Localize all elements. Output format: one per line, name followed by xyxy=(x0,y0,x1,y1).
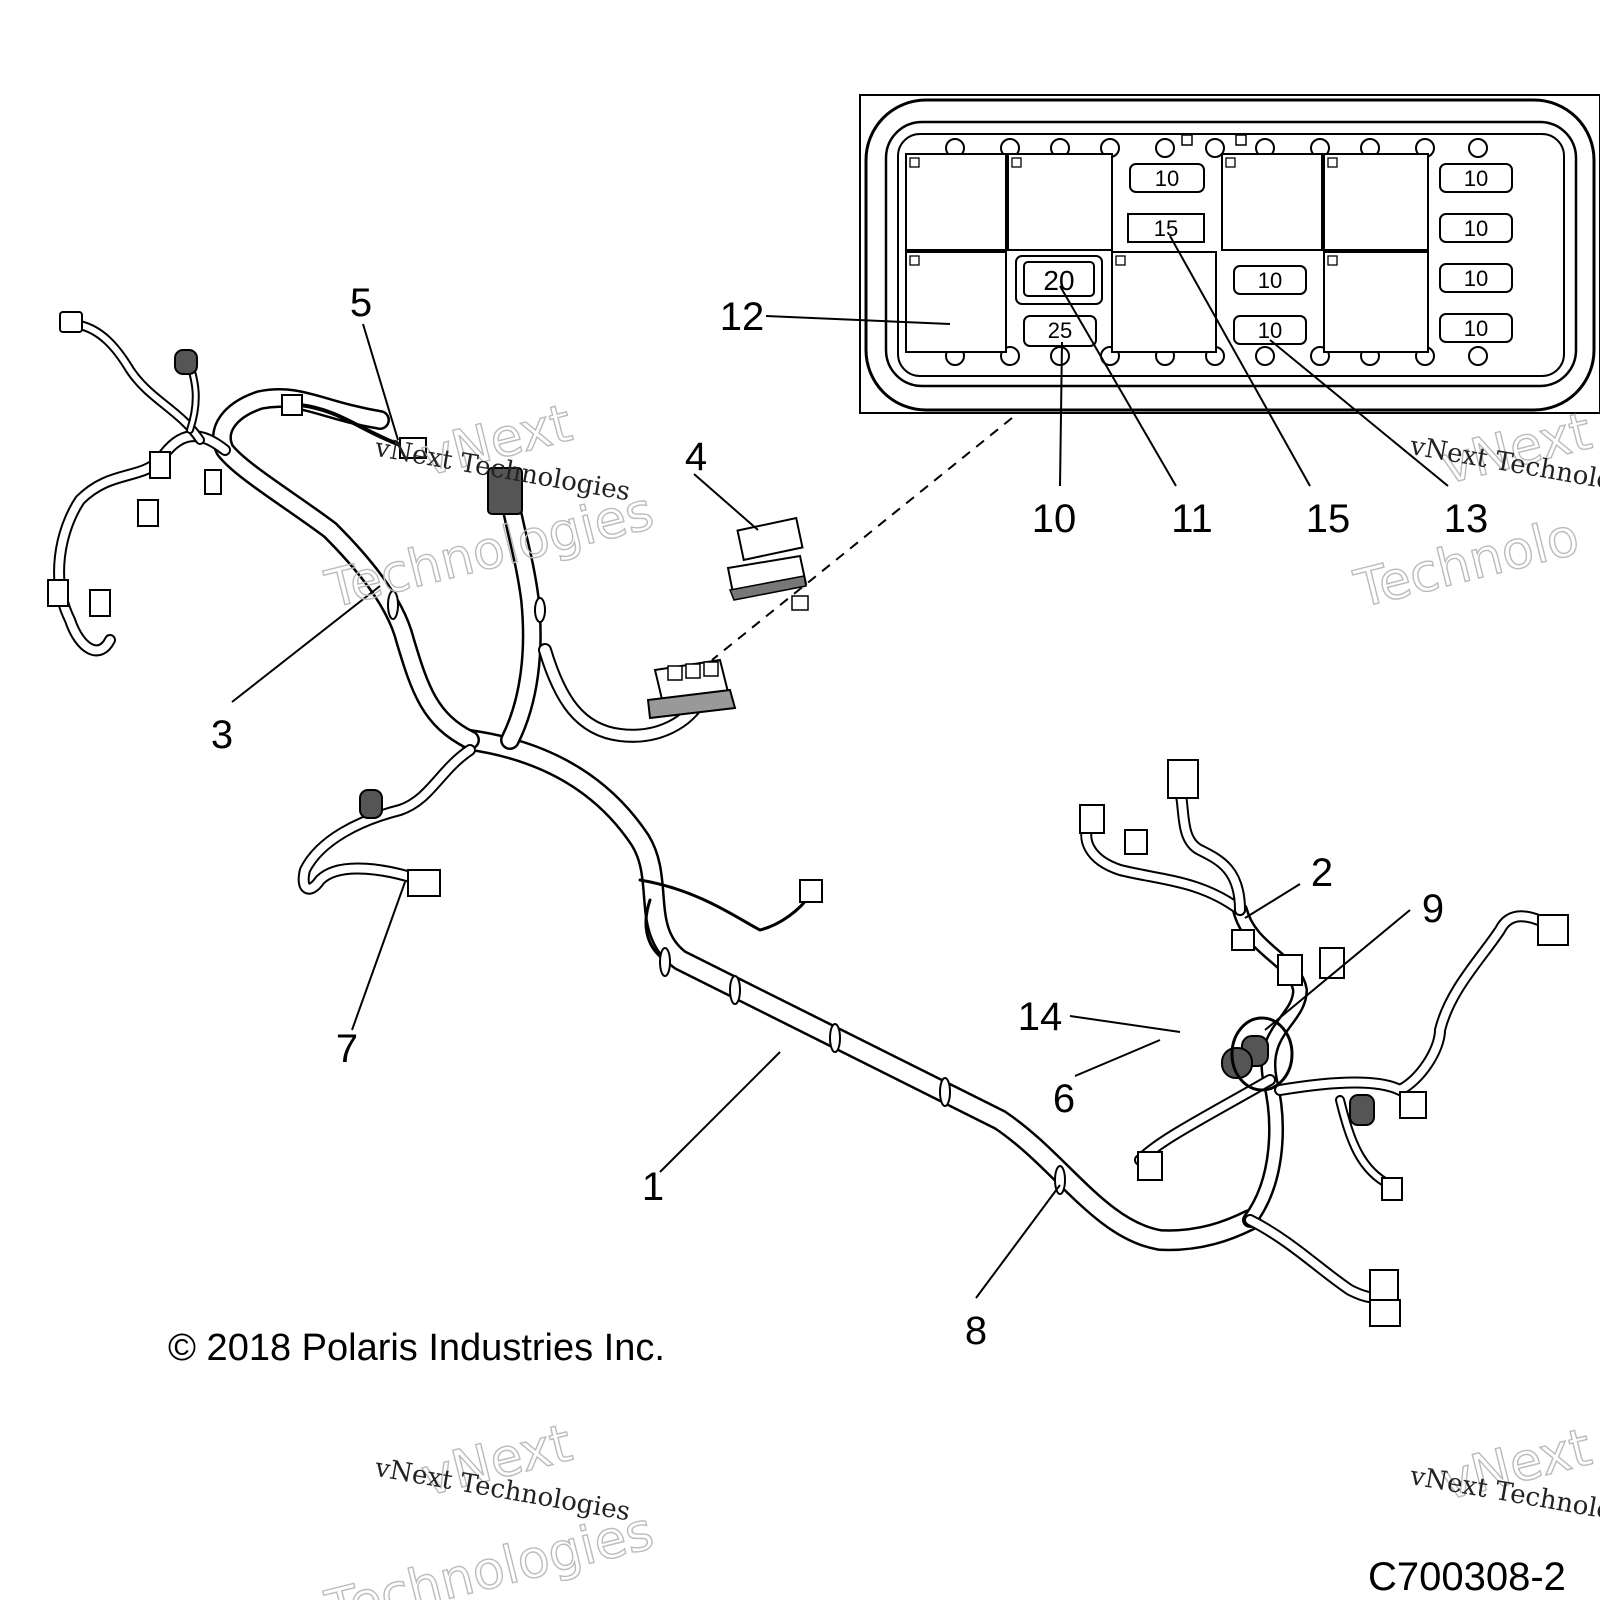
main-harness xyxy=(53,320,1556,1304)
callout-14: 14 xyxy=(1018,995,1063,1039)
fuse-label: 10 xyxy=(1464,166,1488,191)
callout-15: 15 xyxy=(1306,497,1351,541)
callout-11: 11 xyxy=(1171,497,1213,541)
callout-6: 6 xyxy=(1053,1077,1075,1121)
copyright-notice: © 2018 Polaris Industries Inc. xyxy=(168,1327,665,1369)
callout-7: 7 xyxy=(336,1027,358,1071)
callout-8: 8 xyxy=(965,1309,987,1353)
fuse-label: 10 xyxy=(1464,216,1488,241)
fuse-label: 10 xyxy=(1258,318,1282,343)
fuse-box-inset: 10 15 20 25 10 10 10 10 10 10 xyxy=(859,94,1600,414)
callout-10: 10 xyxy=(1032,497,1077,541)
connectors xyxy=(47,311,1569,1327)
fuse-label: 15 xyxy=(1154,216,1178,241)
callout-5: 5 xyxy=(350,281,372,325)
fuse-label: 10 xyxy=(1464,266,1488,291)
part-number: C700308-2 xyxy=(1368,1555,1566,1599)
callout-labels: 1 2 3 4 5 6 7 8 9 10 11 12 13 14 15 xyxy=(211,281,1488,1353)
watermark-bottom-right: vNext vNext Technolo xyxy=(1407,1417,1600,1526)
fuse-label: 10 xyxy=(1464,316,1488,341)
watermark-bottom: vNext Technologies vNext Technologies xyxy=(319,1413,660,1600)
callout-13: 13 xyxy=(1444,497,1489,541)
harness-clamps xyxy=(387,590,1066,1195)
fuse-label: 10 xyxy=(1155,166,1179,191)
callout-1: 1 xyxy=(642,1165,664,1209)
leader-lines xyxy=(231,235,1449,1299)
callout-3: 3 xyxy=(211,713,233,757)
callout-2: 2 xyxy=(1311,851,1333,895)
callout-12: 12 xyxy=(720,295,765,339)
fuse-label: 25 xyxy=(1048,318,1072,343)
callout-4: 4 xyxy=(685,435,707,479)
fuse-label: 10 xyxy=(1258,268,1282,293)
fuse-box-part xyxy=(646,516,809,720)
fuse-label: 20 xyxy=(1043,265,1074,296)
callout-9: 9 xyxy=(1422,887,1444,931)
